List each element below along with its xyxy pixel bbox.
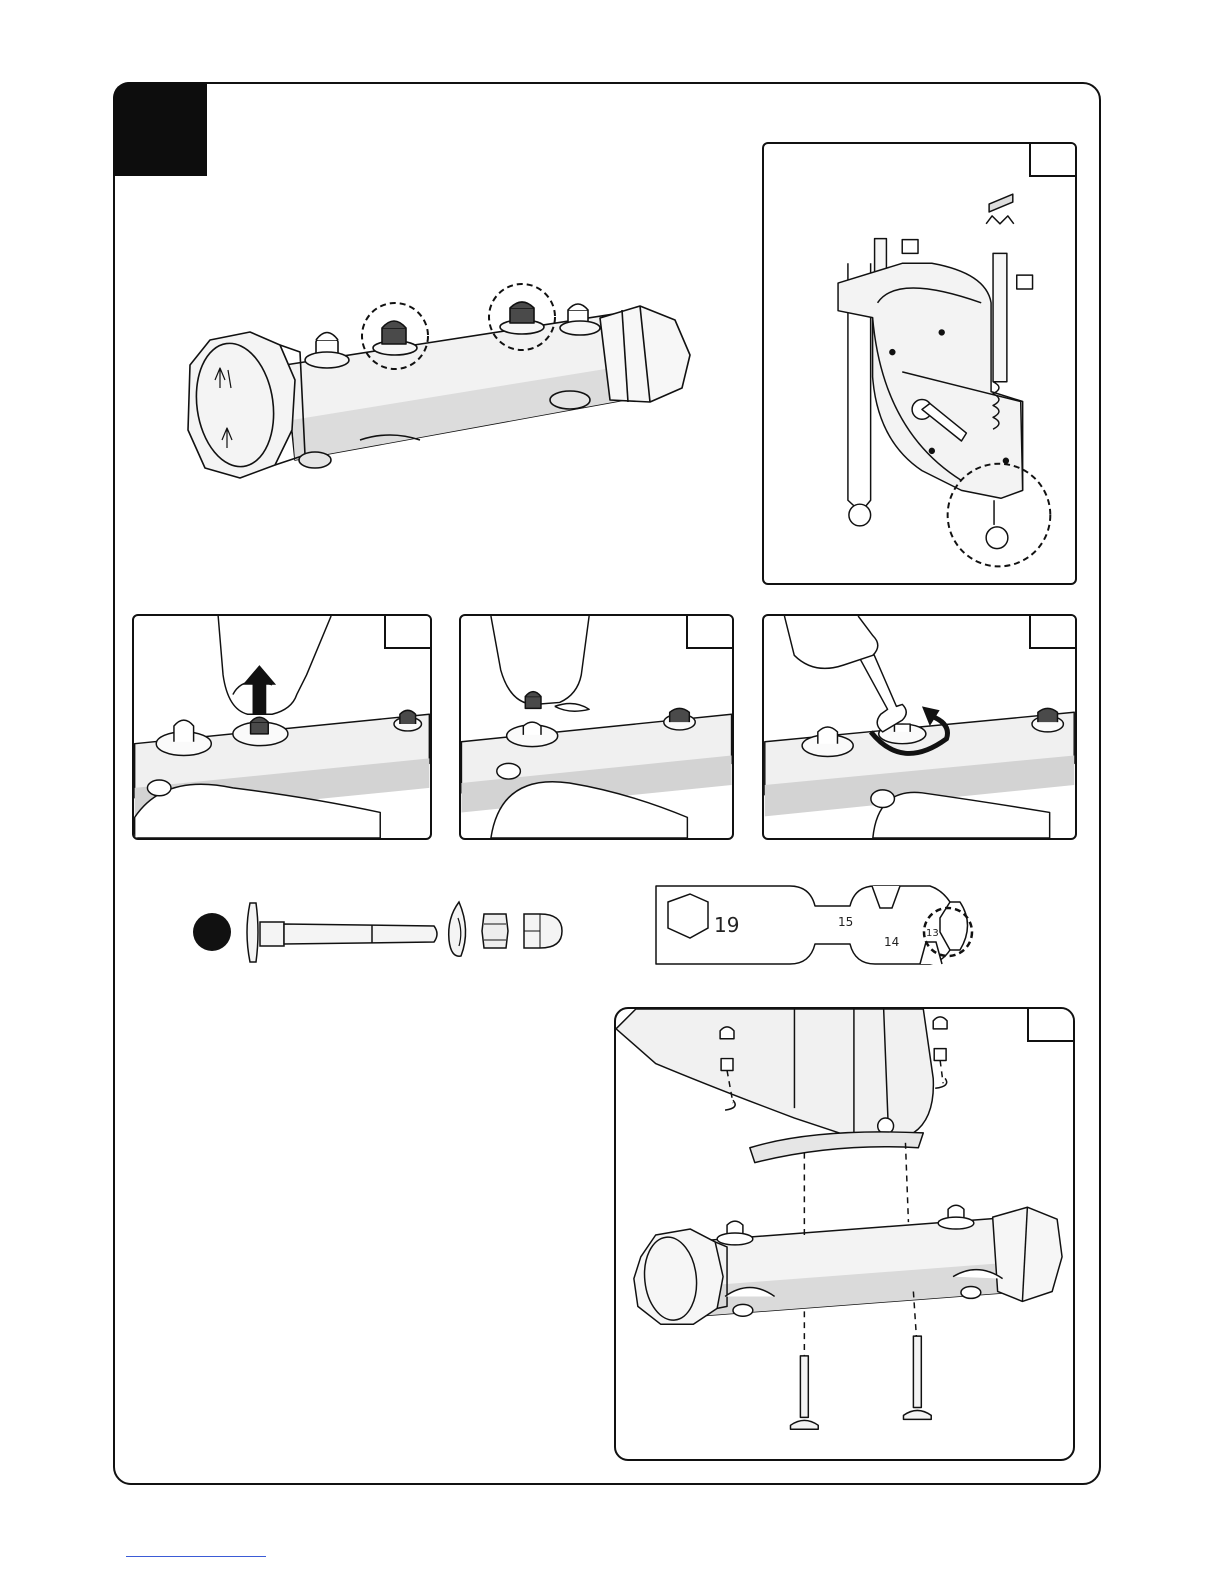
cap-nut-icon: [520, 910, 564, 952]
wrench-size-13: 13: [926, 928, 939, 939]
panel-tag: [1029, 144, 1075, 177]
step-number-badge: [113, 82, 207, 176]
wrench-size-19: 19: [714, 913, 739, 937]
stabilizer-assembly-illustration: [616, 1009, 1073, 1459]
hex-nut-icon: [480, 910, 510, 952]
curved-washer-icon: [445, 900, 473, 960]
multi-size-wrench-icon: 19 15 14 13: [650, 880, 980, 970]
panel-tag: [384, 616, 430, 649]
panel-frame-detail: [762, 142, 1077, 585]
panel-tag: [1029, 616, 1075, 649]
loosen-nut-illustration: [764, 616, 1075, 838]
hardware-row: [180, 895, 580, 975]
wrench-size-15: 15: [838, 915, 853, 929]
remove-cap-nut-illustration: [134, 616, 430, 838]
panel-stabilizer-assembly: [614, 1007, 1075, 1461]
panel-tag: [1027, 1009, 1073, 1042]
wrench-size-14: 14: [884, 935, 899, 949]
panel-loosen-nut-wrench: [762, 614, 1077, 840]
hardware-marker-dot: [190, 910, 234, 954]
cap-nut-removed-illustration: [461, 616, 732, 838]
stabilizer-overview-illustration: [170, 270, 730, 500]
carriage-bolt-icon: [242, 900, 442, 965]
panel-remove-cap-nut: [132, 614, 432, 840]
panel-tag: [686, 616, 732, 649]
panel-cap-nut-removed: [459, 614, 734, 840]
frame-underside-illustration: [764, 144, 1075, 583]
footer-link-rule: [126, 1556, 266, 1557]
